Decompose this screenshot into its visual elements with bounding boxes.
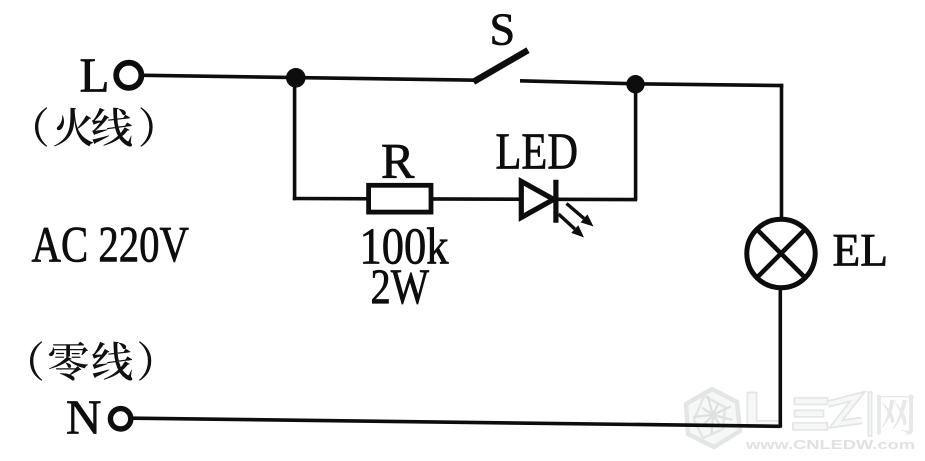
svg-text:100k: 100k — [360, 219, 449, 276]
svg-text:2W: 2W — [371, 258, 430, 314]
svg-text:L: L — [80, 48, 110, 103]
svg-text:www.CNLEDW.com: www.CNLEDW.com — [745, 437, 915, 452]
svg-text:AC 220V: AC 220V — [32, 218, 190, 274]
svg-text:N: N — [66, 390, 101, 445]
svg-text:LED: LED — [496, 124, 579, 181]
svg-text:R: R — [381, 133, 415, 189]
svg-text:S: S — [490, 4, 516, 55]
svg-text:EL: EL — [833, 225, 889, 277]
